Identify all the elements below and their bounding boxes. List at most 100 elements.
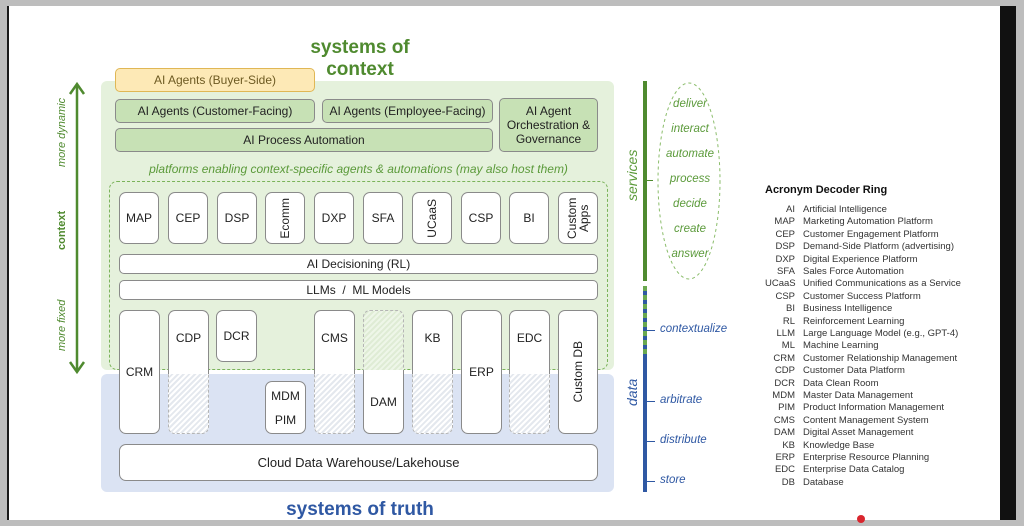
legend-definition: Demand-Side Platform (advertising) (803, 241, 955, 253)
ai-agents-employee-facing[interactable]: AI Agents (Employee-Facing) (322, 99, 493, 123)
cms-top: CMS (314, 310, 355, 374)
mdm-pim-box[interactable]: MDM PIM (265, 381, 306, 434)
legend-abbrev: DAM (773, 427, 795, 439)
services-verb: interact (671, 123, 709, 135)
legend-abbrev: SFA (777, 266, 795, 277)
data-verb: contextualize (660, 323, 728, 335)
mdm-label: MDM (271, 388, 300, 403)
legend-definition: Database (803, 476, 844, 488)
legend-abbrev: DB (781, 476, 795, 488)
platform-csp[interactable]: CSP (461, 192, 501, 244)
legend-definition: Digital Experience Platform (803, 253, 918, 265)
platform-dxp[interactable]: DXP (314, 192, 354, 244)
legend-abbrev: CSP (775, 290, 795, 302)
legend-definition: Enterprise Resource Planning (803, 452, 930, 463)
legend-definition: Sales Force Automation (803, 266, 904, 277)
services-bar (643, 81, 647, 281)
legend-definition: Customer Success Platform (803, 290, 921, 302)
erp-label: ERP (469, 365, 494, 379)
platform-label: SFA (371, 211, 395, 225)
services-verb: create (674, 223, 706, 235)
kb-label: KB (424, 331, 441, 345)
legend-row: SFA Sales Force Automation (765, 266, 904, 277)
data-tick (647, 481, 655, 482)
axis-context: context (56, 210, 68, 250)
ai-agents-buyer-side[interactable]: AI Agents (Buyer-Side) (115, 68, 315, 92)
cms-label: CMS (321, 331, 348, 345)
ai-decisioning-layer[interactable]: AI Decisioning (RL) (119, 254, 598, 274)
platform-ucaas[interactable]: UCaaS (412, 192, 452, 244)
legend-row: DAM Digital Asset Management (765, 427, 914, 439)
platforms-note: platforms enabling context-specific agen… (149, 162, 568, 176)
legend-row: CSP Customer Success Platform (765, 290, 921, 302)
custom-db-box[interactable]: Custom DB (558, 310, 598, 434)
axis-more-fixed: more fixed (56, 299, 68, 351)
data-label: data (624, 378, 640, 407)
platform-dsp[interactable]: DSP (217, 192, 257, 244)
platform-map[interactable]: MAP (119, 192, 159, 244)
legend-definition: Artificial Intelligence (803, 204, 887, 215)
legend-definition: Digital Asset Management (803, 427, 914, 439)
legend-abbrev: MDM (772, 390, 795, 401)
axis-more-dynamic: more dynamic (56, 97, 68, 167)
scrollbar-edge[interactable] (1000, 6, 1016, 520)
platform-ecomm[interactable]: Ecomm (265, 192, 305, 244)
platform-label: BI (523, 211, 535, 225)
legend-row: UCaaS Unified Communications as a Service (765, 278, 961, 289)
legend-abbrev: AI (786, 204, 795, 215)
ai-process-automation[interactable]: AI Process Automation (115, 128, 493, 152)
services-tick (647, 180, 653, 181)
cloud-data-warehouse[interactable]: Cloud Data Warehouse/Lakehouse (119, 444, 598, 481)
legend-definition: Product Information Management (803, 402, 944, 414)
platform-cep[interactable]: CEP (168, 192, 208, 244)
legend-definition: Customer Relationship Management (803, 352, 958, 364)
erp-box[interactable]: ERP (461, 310, 502, 434)
platform-sfa[interactable]: SFA (363, 192, 403, 244)
services-verb: process (669, 173, 711, 185)
data-verb: store (660, 474, 686, 486)
platform-bi[interactable]: BI (509, 192, 549, 244)
legend-definition: Knowledge Base (803, 439, 875, 451)
crm-box[interactable]: CRM (119, 310, 160, 434)
legend-abbrev: CMS (773, 414, 795, 426)
legend-definition: Unified Communications as a Service (803, 278, 961, 290)
legend-abbrev: CRM (773, 352, 795, 364)
legend-definition: Customer Data Platform (803, 365, 905, 377)
services-label: services (624, 149, 640, 201)
platform-label: DXP (321, 211, 347, 225)
platform-custom-apps[interactable]: Custom Apps (558, 192, 598, 244)
legend-abbrev: ERP (775, 452, 795, 463)
legend-row: DB Database (765, 477, 844, 488)
legend-row: CRM Customer Relationship Management (765, 353, 957, 364)
services-verb: decide (673, 198, 707, 210)
ai-agent-orchestration[interactable]: AI Agent Orchestration & Governance (499, 98, 598, 152)
data-tick (647, 441, 655, 442)
legend-row: CDP Customer Data Platform (765, 365, 905, 376)
legend-row: ERP Enterprise Resource Planning (765, 452, 929, 463)
legend-abbrev: ML (781, 340, 795, 352)
dcr-box[interactable]: DCR (216, 310, 257, 362)
platform-label: Custom Apps (565, 197, 591, 239)
ai-agents-customer-facing[interactable]: AI Agents (Customer-Facing) (115, 99, 315, 123)
data-bar (643, 286, 647, 492)
data-tick (647, 330, 655, 331)
legend-definition: Customer Engagement Platform (803, 228, 939, 240)
data-verb: arbitrate (660, 394, 703, 406)
edc-top: EDC (509, 310, 550, 374)
cdp-label: CDP (175, 331, 202, 345)
legend-definition: Data Clean Room (803, 377, 879, 389)
platform-label: CEP (175, 211, 201, 225)
legend-abbrev: CDP (774, 365, 795, 377)
custom-db-label: Custom DB (571, 341, 585, 403)
llm-ml-models-layer[interactable]: LLMs / ML Models (119, 280, 598, 300)
legend-abbrev: UCaaS (765, 278, 796, 290)
data-verb: distribute (660, 434, 707, 446)
